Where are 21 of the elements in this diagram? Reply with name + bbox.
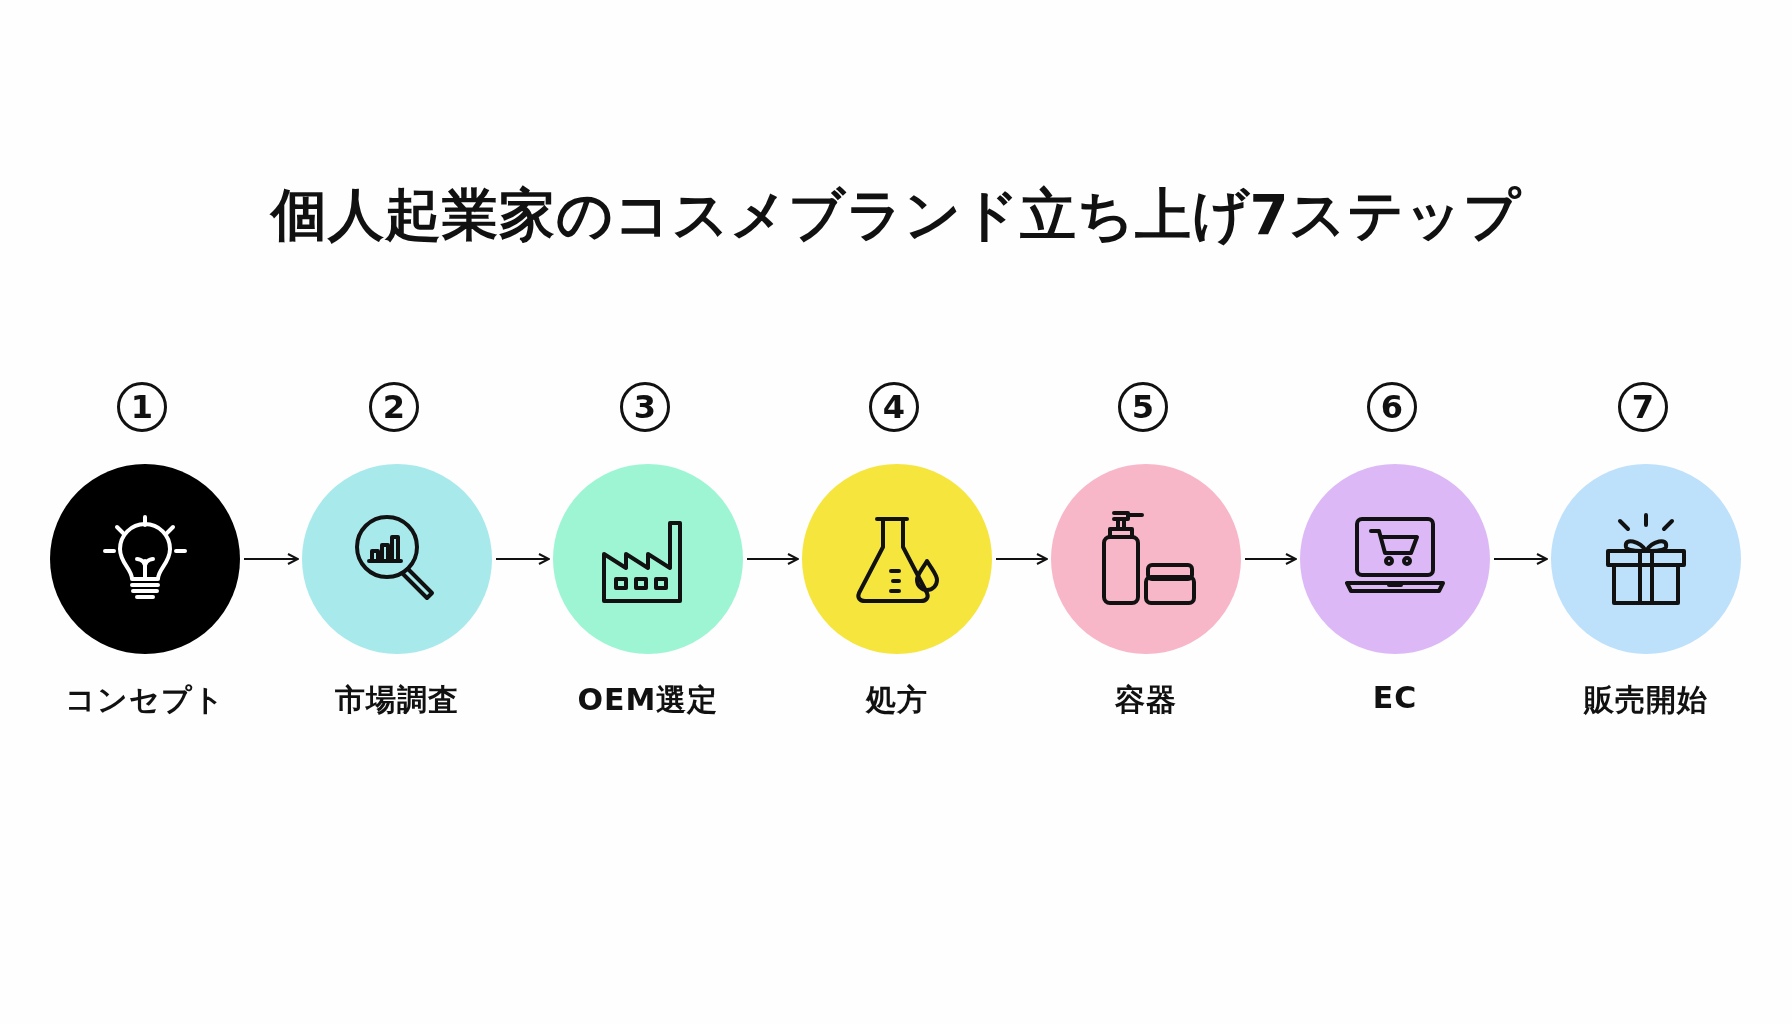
step-number: 4 bbox=[869, 382, 919, 432]
arrow bbox=[1245, 553, 1297, 565]
step-number: 6 bbox=[1367, 382, 1417, 432]
step-number: 5 bbox=[1118, 382, 1168, 432]
step-label: 市場調査 bbox=[335, 681, 459, 719]
step-label: OEM選定 bbox=[577, 681, 719, 719]
step-number: 1 bbox=[117, 382, 167, 432]
step-number: 2 bbox=[369, 382, 419, 432]
step-number: 3 bbox=[620, 382, 670, 432]
arrow bbox=[996, 553, 1048, 565]
title: 個人起業家のコスメブランド立ち上げ7ステップ bbox=[268, 181, 1523, 249]
arrow bbox=[1494, 553, 1548, 565]
step-label: 販売開始 bbox=[1584, 681, 1708, 719]
step-label: 処方 bbox=[866, 681, 928, 719]
step-label: EC bbox=[1372, 680, 1418, 715]
arrow bbox=[747, 553, 799, 565]
step-number: 7 bbox=[1618, 382, 1668, 432]
step-label: 容器 bbox=[1115, 681, 1177, 719]
arrow bbox=[244, 553, 299, 565]
step-label: コンセプト bbox=[65, 681, 225, 719]
arrow bbox=[496, 553, 550, 565]
